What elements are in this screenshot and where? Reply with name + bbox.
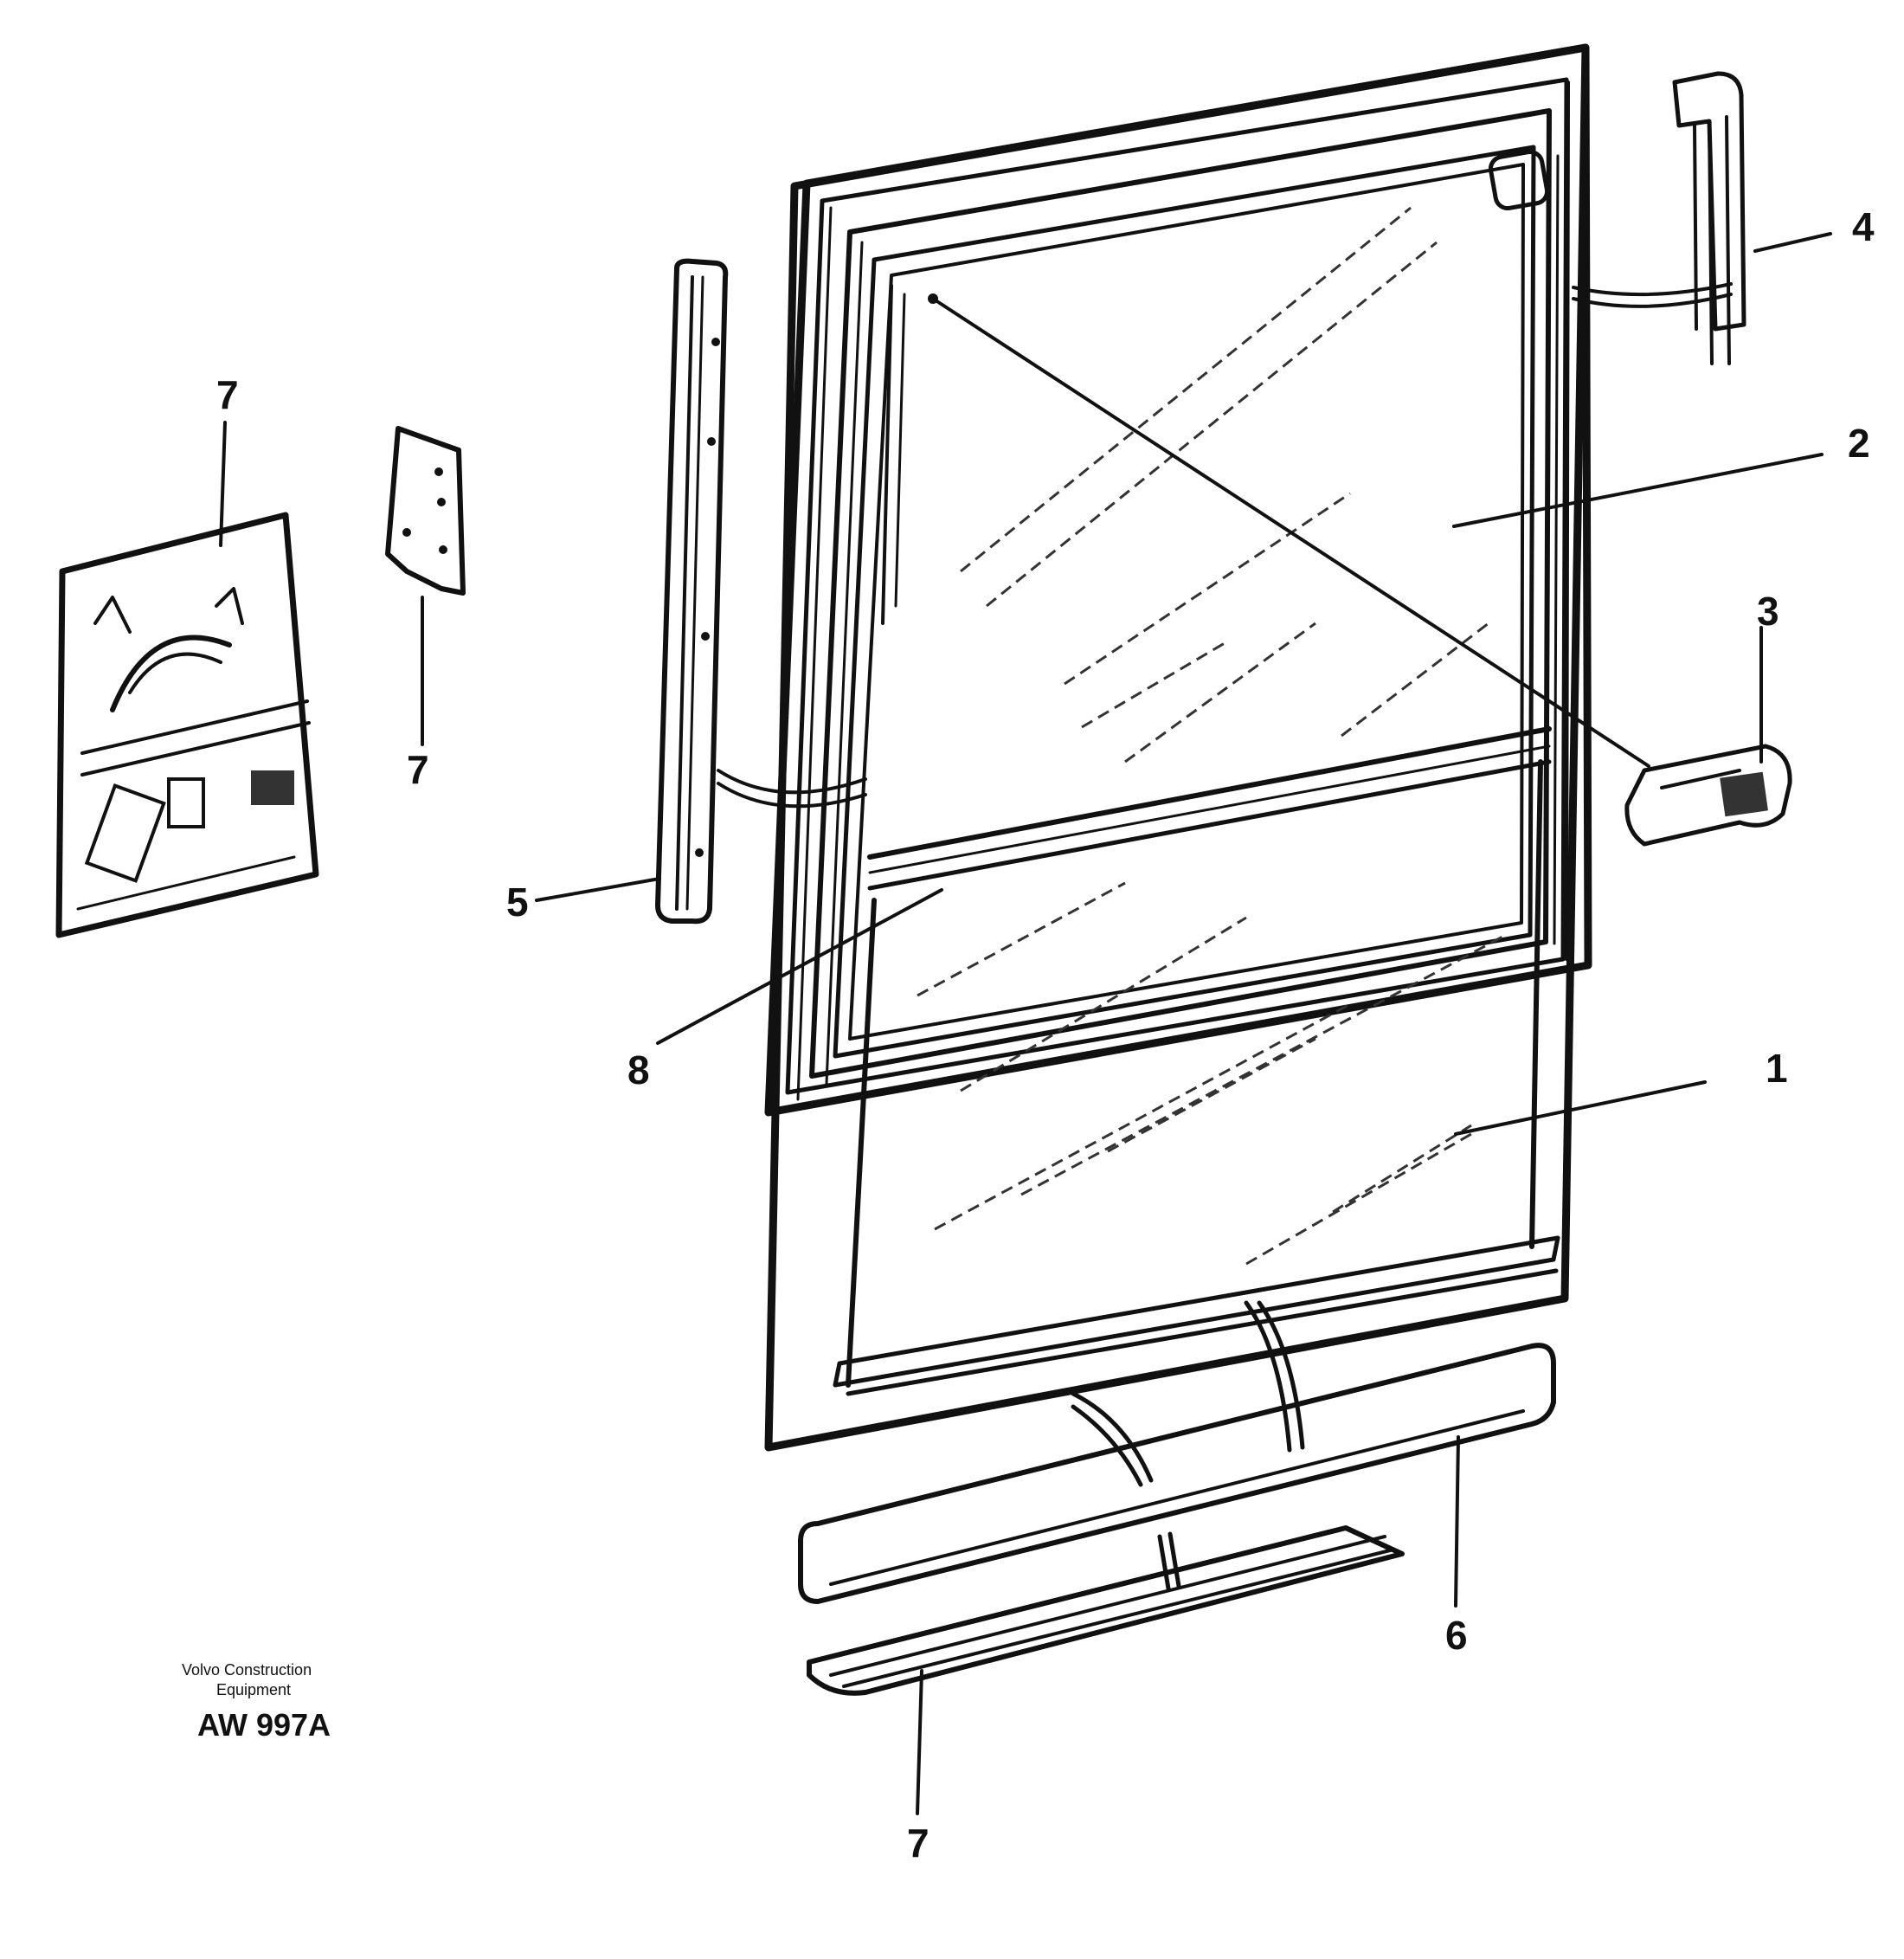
callouts: 1 2 3 4 5 6 7 7 7 8 [216,204,1875,1866]
lower-glass-pane [917,881,1507,1266]
part-stopper-block [1624,744,1792,847]
callout-6: 6 [1445,1613,1468,1658]
callout-7-decal: 7 [216,372,239,417]
leader-lines [219,232,1832,1815]
stamp-code: AW 997A [197,1707,331,1743]
window-frame [764,43,1592,1117]
part-sill-strip [807,1525,1405,1696]
part-lower-rail [798,1300,1556,1604]
callout-7-plate: 7 [407,747,429,792]
callout-2: 2 [1848,421,1870,466]
part-decal-plate [55,512,319,938]
window-frame-lower [764,43,1590,1452]
callout-8: 8 [627,1047,650,1092]
upper-glass-pane [960,206,1489,764]
callout-5: 5 [506,880,529,925]
stamp-line-2: Equipment [216,1681,291,1698]
callout-1: 1 [1766,1046,1788,1091]
part-small-plate [385,426,466,596]
callout-7-sill: 7 [907,1820,929,1866]
drawing-stamp: Volvo Construction Equipment AW 997A [182,1661,331,1743]
part-hinge-strip [655,258,867,925]
part-hinge-top [1572,71,1746,365]
stamp-line-1: Volvo Construction [182,1661,312,1679]
callout-3: 3 [1757,589,1779,634]
callout-4: 4 [1852,204,1875,249]
